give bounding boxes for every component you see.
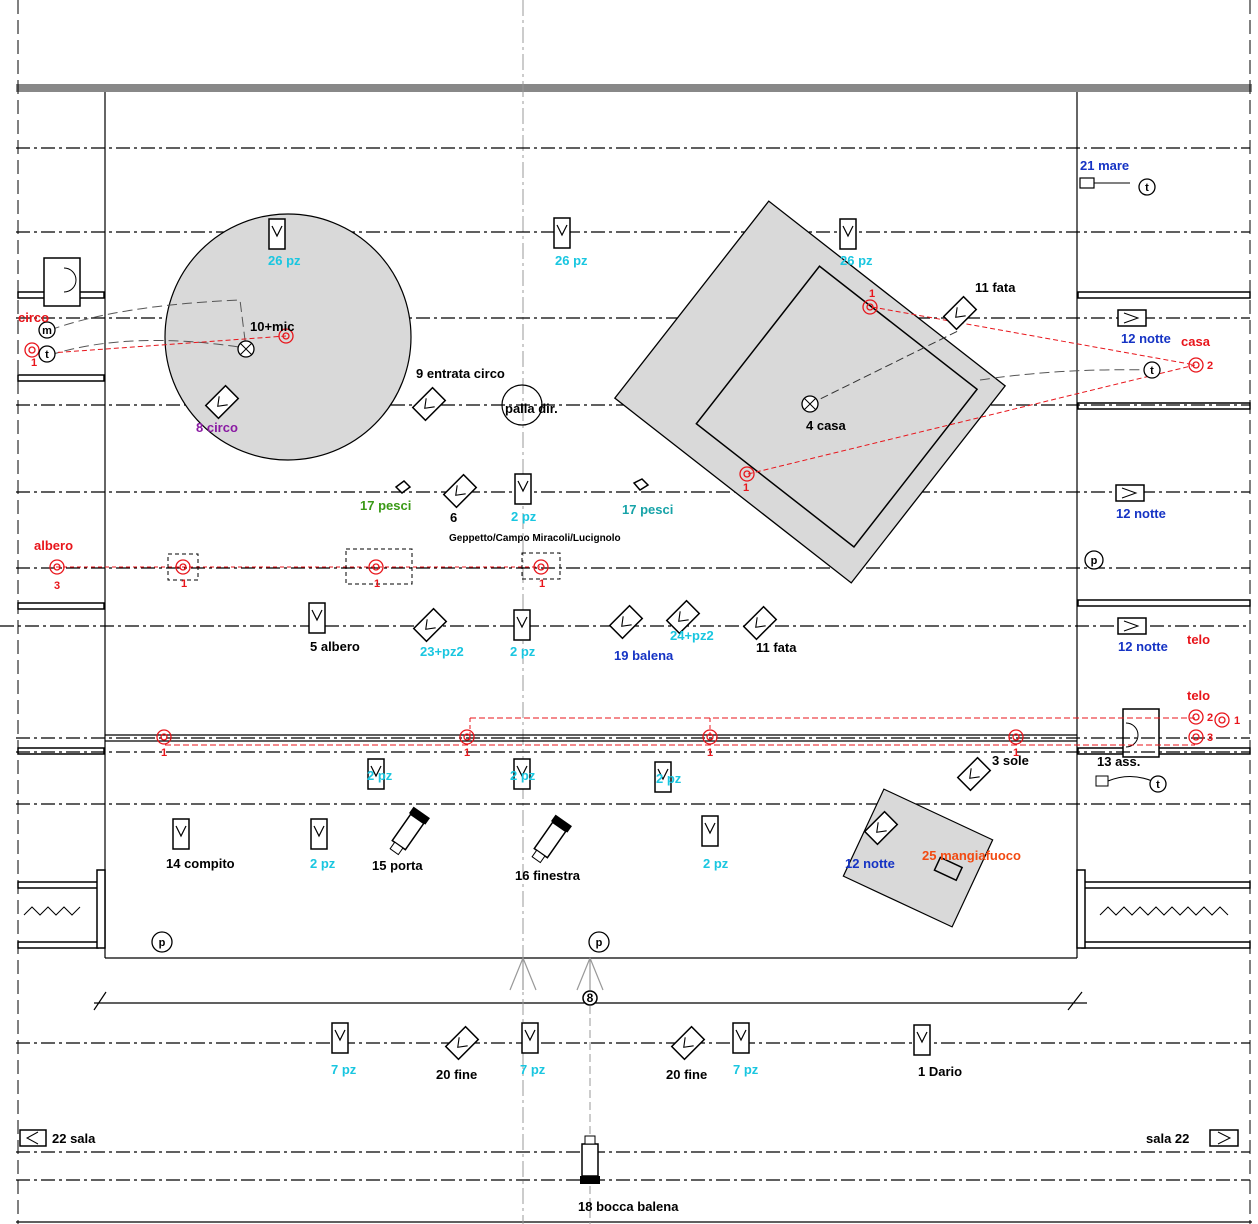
label-24-pz2: 24+pz2 [670, 628, 714, 643]
label-7pz: 7 pz [733, 1062, 759, 1077]
marker-m: m [42, 325, 52, 337]
label-palla-dir: palla dir. [505, 401, 558, 416]
num-3: 3 [54, 580, 60, 592]
num-1: 1 [743, 482, 749, 494]
albero-dashed-boxes [167, 548, 561, 585]
label-fine-1: 20 fine [436, 1067, 477, 1082]
label-26pz: 26 pz [555, 253, 588, 268]
label-7pz: 7 pz [520, 1062, 546, 1077]
label-ass: 13 ass. [1097, 754, 1140, 769]
num-1: 1 [539, 578, 545, 590]
num-3: 3 [1207, 732, 1213, 744]
marker-t-left: t [45, 349, 49, 361]
label-notte-1: 12 notte [1121, 331, 1171, 346]
red-cue-lines [49, 306, 1196, 746]
label-balena-19: 19 balena [614, 648, 674, 663]
cable-lines [49, 299, 1153, 405]
label-2pz: 2 pz [703, 856, 729, 871]
label-26pz: 26 pz [268, 253, 301, 268]
num-2: 2 [1207, 360, 1213, 372]
label-albero-5: 5 albero [310, 639, 360, 654]
label-mic: 10+mic [250, 319, 294, 334]
label-fine-2: 20 fine [666, 1067, 707, 1082]
wing-units [19, 177, 1239, 1147]
crossed-circles [237, 340, 819, 426]
label-casa-red: casa [1181, 334, 1211, 349]
label-7pz: 7 pz [331, 1062, 357, 1077]
num-1: 1 [161, 747, 167, 759]
stage-frame [16, 0, 1252, 1224]
follow-spots [389, 806, 600, 1184]
label-26pz: 26 pz [840, 253, 873, 268]
marker-t-mare: t [1145, 182, 1149, 194]
label-2pz: 2 pz [511, 509, 537, 524]
label-telo-2: telo [1187, 688, 1210, 703]
num-1: 1 [31, 357, 37, 369]
label-finestra: 16 finestra [515, 868, 581, 883]
label-23-pz2: 23+pz2 [420, 644, 464, 659]
label-2pz: 2 pz [510, 644, 536, 659]
marker-p-left: p [159, 937, 166, 949]
num-2: 2 [1207, 712, 1213, 724]
batten-lines [0, 147, 1250, 1181]
marker-t-ass: t [1156, 779, 1160, 791]
num-1: 1 [707, 747, 713, 759]
num-1: 1 [374, 578, 380, 590]
label-pesci-green: 17 pesci [360, 498, 411, 513]
label-mangiafuoco: 25 mangiafuoco [922, 848, 1021, 863]
label-albero-red: albero [34, 538, 73, 553]
label-telo-1: telo [1187, 632, 1210, 647]
label-entrata-circo: 9 entrata circo [416, 366, 505, 381]
label-casa-4: 4 casa [806, 418, 847, 433]
label-notte-4: 12 notte [845, 856, 895, 871]
label-circo-purple: 8 circo [196, 420, 238, 435]
circled-markers [38, 178, 1167, 1006]
num-1: 1 [1013, 747, 1019, 759]
label-2pz: 2 pz [367, 768, 393, 783]
label-notte-3: 12 notte [1118, 639, 1168, 654]
label-porta: 15 porta [372, 858, 423, 873]
label-notte-2: 12 notte [1116, 506, 1166, 521]
label-6: 6 [450, 510, 457, 525]
camera-tripods [509, 957, 604, 991]
label-pesci-teal: 17 pesci [622, 502, 673, 517]
label-compito: 14 compito [166, 856, 235, 871]
label-2pz: 2 pz [310, 856, 336, 871]
label-sala-right: sala 22 [1146, 1131, 1189, 1146]
label-sole: 3 sole [992, 753, 1029, 768]
label-sala-left: 22 sala [52, 1131, 96, 1146]
label-2pz: 2 pz [510, 768, 536, 783]
marker-p-right: p [1091, 555, 1098, 567]
label-geppetto: Geppetto/Campo Miracoli/Lucignolo [449, 533, 621, 544]
marker-t-casa: t [1150, 365, 1154, 377]
num-1: 1 [869, 288, 875, 300]
num-1: 1 [1234, 715, 1240, 727]
label-mare: 21 mare [1080, 158, 1129, 173]
num-1: 1 [464, 747, 470, 759]
marker-8: 8 [587, 991, 594, 1005]
label-fata-mid: 11 fata [756, 640, 797, 655]
label-circo-red: circo [18, 310, 49, 325]
label-bocca-balena: 18 bocca balena [578, 1199, 679, 1214]
num-1: 1 [181, 578, 187, 590]
house-platform [613, 200, 1007, 584]
marker-p-center: p [596, 937, 603, 949]
label-2pz: 2 pz [656, 771, 682, 786]
small-fixtures [394, 478, 650, 494]
label-fata-top: 11 fata [975, 280, 1016, 295]
label-dario: 1 Dario [918, 1064, 962, 1079]
